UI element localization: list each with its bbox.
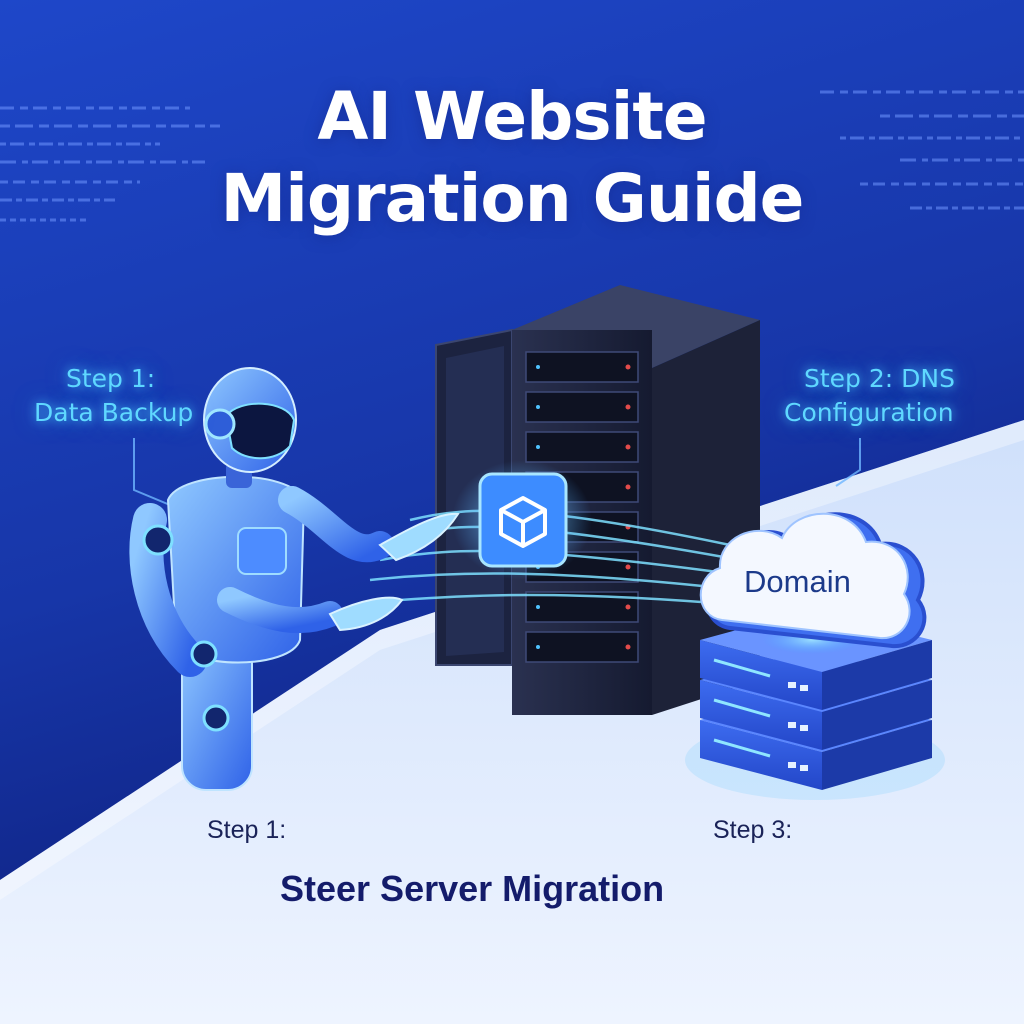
cube-icon [452, 460, 592, 580]
code-lines-left [0, 106, 220, 222]
cloud-icon [699, 512, 927, 649]
step3-label: Step 3: [713, 816, 793, 844]
bottom-caption: Steer Server Migration [280, 868, 665, 909]
robot-icon [129, 367, 460, 791]
floor-edge [0, 420, 1024, 900]
step2-number-label: Step 2: DNS [804, 364, 955, 393]
page-title-line-1: AI Website [317, 78, 707, 155]
server-stack-icon [685, 610, 945, 800]
step1-name-label: Data Backup [34, 398, 194, 427]
code-lines-right [820, 90, 1024, 210]
callout-line-step1 [133, 438, 183, 511]
page-title-line-2: Migration Guide [220, 160, 805, 237]
step1-number-label: Step 1: [66, 364, 156, 393]
step2-name-label: Configuration [784, 398, 954, 427]
step1-bottom-label: Step 1: [207, 816, 287, 844]
callout-line-step2 [835, 438, 861, 487]
cloud-domain-label: Domain [744, 564, 851, 599]
